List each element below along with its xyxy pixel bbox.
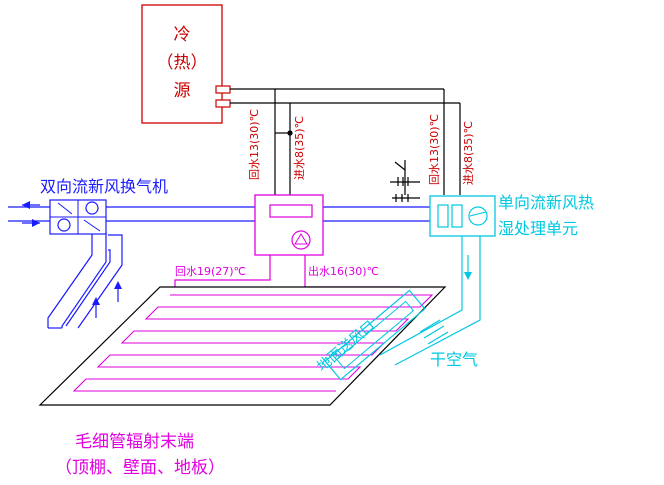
erv-fan-icon-2 (85, 201, 99, 215)
dry-air-label: 干空气 (430, 350, 478, 369)
floor-air-outlet (324, 289, 426, 381)
supply-water-panel-label: 出水16(30)℃ (308, 264, 379, 278)
return-water-right-label: 回水13(30)℃ (428, 114, 441, 185)
capillary-radiant-panel (38, 286, 447, 406)
source-label-line1: 冷 (174, 25, 191, 45)
capillary-locations-label: （顶棚、壁面、地板） (55, 458, 225, 478)
bidirectional-erv-label: 双向流新风换气机 (40, 177, 168, 196)
fresh-air-fan-icon (468, 206, 488, 226)
bidirectional-erv-unit (49, 199, 107, 235)
heat-exchanger-icon (269, 204, 313, 218)
dry-air-duct (379, 236, 481, 366)
source-label-line2: （热） (157, 53, 208, 73)
supply-water-left-label: 进水8(35)℃ (293, 116, 306, 180)
water-pipes (230, 88, 461, 202)
unidirectional-fresh-air-unit (429, 195, 496, 237)
capillary-terminal-label: 毛细管辐射末端 (75, 432, 194, 452)
source-valve-lower (215, 99, 231, 108)
air-flow-arrows (22, 201, 122, 318)
source-valve-upper (215, 85, 231, 94)
return-water-left-label: 回水13(30)℃ (248, 109, 261, 180)
mixing-pump-unit (254, 194, 324, 256)
return-water-panel-label: 回水19(27)℃ (175, 265, 246, 278)
source-label-line3: 源 (174, 81, 191, 101)
erv-fan-icon (57, 218, 71, 232)
supply-water-right-label: 进水8(35)℃ (462, 121, 475, 185)
source-box (141, 4, 223, 124)
unidirectional-unit-label-line2: 湿处理单元 (498, 219, 578, 238)
unidirectional-unit-label-line1: 单向流新风热 (498, 193, 594, 212)
